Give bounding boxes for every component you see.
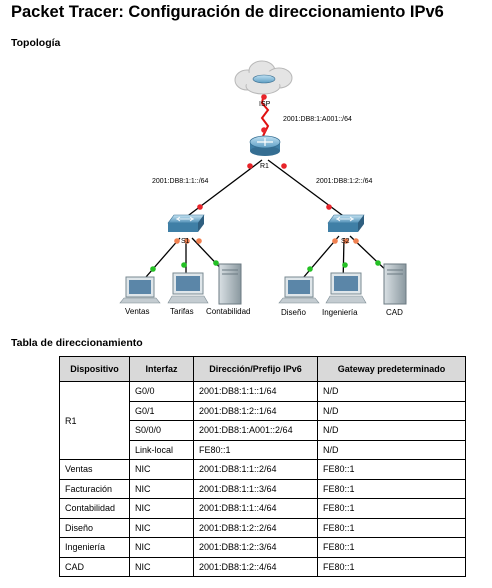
header-gateway: Gateway predeterminado (317, 356, 466, 382)
host-label-contabilidad: Contabilidad (206, 307, 250, 316)
address-cell: 2001:DB8:1:A001::2/64 (193, 420, 318, 441)
gateway-cell: N/D (317, 420, 466, 441)
address-cell: 2001:DB8:1:2::1/64 (193, 400, 318, 421)
interface-cell: Link-local (129, 439, 194, 460)
link-r1-s2 (267, 159, 347, 219)
host-label-tarifas: Tarifas (170, 307, 194, 316)
pc-ventas-icon (119, 276, 161, 304)
device-cell: Ventas (59, 459, 130, 480)
header-direccion: Dirección/Prefijo IPv6 (193, 356, 318, 382)
serial-link (260, 92, 270, 137)
address-cell: 2001:DB8:1:2::3/64 (193, 537, 318, 558)
address-cell: FE80::1 (193, 439, 318, 460)
table-row: CAD NIC 2001:DB8:1:2::4/64 FE80::1 (59, 556, 466, 577)
interface-cell: G0/1 (129, 400, 194, 421)
interface-cell: S0/0/0 (129, 420, 194, 441)
interface-cell: NIC (129, 498, 194, 519)
address-cell: 2001:DB8:1:2::2/64 (193, 517, 318, 538)
table-row: Facturación NIC 2001:DB8:1:1::3/64 FE80:… (59, 478, 466, 499)
host-label-diseno: Diseño (281, 308, 306, 317)
interface-cell: NIC (129, 556, 194, 577)
interface-cell: NIC (129, 537, 194, 558)
laptop-tarifas-icon (167, 272, 209, 304)
table-header-row: Dispositivo Interfaz Dirección/Prefijo I… (59, 356, 466, 382)
gateway-cell: FE80::1 (317, 478, 466, 499)
device-cell: Ingeniería (59, 537, 130, 558)
s1-label: S1 (181, 238, 190, 245)
gateway-cell: N/D (317, 439, 466, 460)
table-row: Diseño NIC 2001:DB8:1:2::2/64 FE80::1 (59, 517, 466, 538)
host-label-ventas: Ventas (125, 307, 149, 316)
interface-cell: G0/0 (129, 381, 194, 402)
gateway-cell: FE80::1 (317, 459, 466, 480)
host-label-ingenieria: Ingeniería (322, 308, 358, 317)
server-contabilidad-icon (218, 263, 242, 305)
topology-diagram: ISP R1 S1 S2 (119, 60, 407, 317)
left-net-label: 2001:DB8:1:1::/64 (152, 178, 209, 185)
pc-diseno-icon (278, 276, 320, 304)
isp-label: ISP (259, 101, 271, 108)
address-cell: 2001:DB8:1:1::3/64 (193, 478, 318, 499)
isp-cloud-icon (234, 60, 293, 95)
header-dispositivo: Dispositivo (59, 356, 130, 382)
host-label-cad: CAD (386, 308, 403, 317)
table-heading: Tabla de direccionamiento (11, 337, 143, 349)
address-cell: 2001:DB8:1:1::2/64 (193, 459, 318, 480)
interface-cell: NIC (129, 517, 194, 538)
device-cell: CAD (59, 556, 130, 577)
right-net-label: 2001:DB8:1:2::/64 (316, 178, 373, 185)
table-row: Ingeniería NIC 2001:DB8:1:2::3/64 FE80::… (59, 537, 466, 558)
table-row: Ventas NIC 2001:DB8:1:1::2/64 FE80::1 (59, 459, 466, 480)
gateway-cell: FE80::1 (317, 498, 466, 519)
table-row: Contabilidad NIC 2001:DB8:1:1::4/64 FE80… (59, 498, 466, 519)
gateway-cell: N/D (317, 381, 466, 402)
r1-device-cell: R1 (59, 381, 130, 460)
topology-heading: Topología (11, 37, 61, 49)
table-row: Link-local FE80::1 N/D (60, 439, 466, 460)
gateway-cell: N/D (317, 400, 466, 421)
server-cad-icon (383, 263, 407, 305)
page-title: Packet Tracer: Configuración de direccio… (11, 3, 444, 21)
address-cell: 2001:DB8:1:2::4/64 (193, 556, 318, 577)
router-r1-icon (249, 135, 281, 156)
s2-label: S2 (341, 238, 350, 245)
switch-s2-icon (327, 214, 365, 232)
address-cell: 2001:DB8:1:1::4/64 (193, 498, 318, 519)
address-cell: 2001:DB8:1:1::1/64 (193, 381, 318, 402)
table-row: G0/1 2001:DB8:1:2::1/64 N/D (60, 400, 466, 421)
r1-label: R1 (260, 163, 269, 170)
gateway-cell: FE80::1 (317, 556, 466, 577)
gateway-cell: FE80::1 (317, 517, 466, 538)
header-interfaz: Interfaz (129, 356, 194, 382)
device-cell: Diseño (59, 517, 130, 538)
device-cell: Contabilidad (59, 498, 130, 519)
switch-s1-icon (167, 214, 205, 232)
addressing-table: Dispositivo Interfaz Dirección/Prefijo I… (59, 356, 466, 577)
table-row: R1 G0/0 2001:DB8:1:1::1/64 N/D (59, 381, 466, 460)
serial-net-label: 2001:DB8:1:A001::/64 (283, 116, 352, 123)
interface-cell: NIC (129, 459, 194, 480)
gateway-cell: FE80::1 (317, 537, 466, 558)
device-cell: Facturación (59, 478, 130, 499)
interface-cell: NIC (129, 478, 194, 499)
link-dots (150, 94, 381, 272)
laptop-ingenieria-icon (325, 272, 367, 304)
